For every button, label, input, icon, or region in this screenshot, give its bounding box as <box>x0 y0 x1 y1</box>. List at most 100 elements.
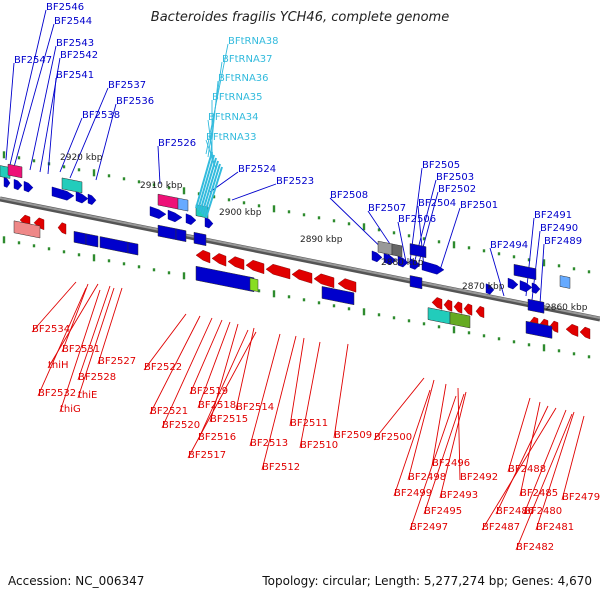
leader-line <box>289 337 305 427</box>
reverse-gene-label: BF2479 <box>562 492 600 503</box>
scale-tick-upper <box>77 168 81 172</box>
leader-line <box>561 415 585 501</box>
forward-gene-label: BF2491 <box>534 210 572 221</box>
scale-label: 2900 kbp <box>219 208 262 218</box>
scale-tick-upper <box>212 195 216 199</box>
forward-gene-box <box>61 177 83 194</box>
scale-tick-lower <box>407 319 411 323</box>
reverse-gene-label: BF2496 <box>432 458 470 469</box>
reverse-gene-arrow <box>265 263 291 280</box>
forward-gene-label: BF2523 <box>276 176 314 187</box>
scale-tick-lower <box>572 352 576 356</box>
forward-gene-label: BF2490 <box>540 223 578 234</box>
scale-label: 2880 kbp <box>381 258 424 268</box>
scale-dot-rows <box>2 151 591 359</box>
leader-line <box>31 281 77 333</box>
leader-line <box>539 243 545 305</box>
scale-tick-upper <box>467 246 471 250</box>
reverse-gene-arrow <box>211 253 227 267</box>
reverse-gene-arrow <box>291 269 313 284</box>
scale-label: 2870 kbp <box>462 282 505 292</box>
forward-gene-box <box>157 224 177 241</box>
scale-tick-upper <box>227 198 231 202</box>
scale-tick-lower <box>542 344 546 352</box>
accession-text: Accession: NC_006347 <box>8 574 145 588</box>
reverse-gene-label: BF2515 <box>210 414 248 425</box>
reverse-gene-arrow <box>57 222 67 235</box>
scale-tick-lower <box>362 308 366 316</box>
leader-line <box>77 285 111 381</box>
forward-gene-box <box>175 228 187 243</box>
reverse-gene-box <box>249 277 259 292</box>
leader-line <box>197 329 249 441</box>
scale-tick-upper <box>182 187 186 195</box>
reverse-gene-label: BF2511 <box>290 418 328 429</box>
reverse-gene-arrow <box>227 256 245 271</box>
scale-tick-lower <box>77 253 81 257</box>
reverse-gene-label: thiH <box>48 360 69 371</box>
reverse-gene-arrow <box>431 297 443 310</box>
scale-tick-upper <box>107 174 111 178</box>
forward-gene-label: BF2537 <box>108 80 146 91</box>
reverse-gene-label: BF2534 <box>32 324 70 335</box>
forward-gene-arrow <box>149 206 167 219</box>
forward-gene-arrow <box>397 255 409 268</box>
forward-gene-label: BF2538 <box>82 110 120 121</box>
forward-gene-label: BF2536 <box>116 96 154 107</box>
forward-gene-label: BF2544 <box>54 16 92 27</box>
leader-line <box>197 321 231 409</box>
reverse-gene-label: thiG <box>60 404 81 415</box>
reverse-gene-box <box>321 286 355 306</box>
reverse-gene-arrow <box>245 259 265 275</box>
scale-tick-upper <box>152 183 156 187</box>
forward-gene-arrow <box>519 280 533 293</box>
scale-tick-upper <box>452 241 456 249</box>
scale-tick-upper <box>2 151 6 159</box>
leader-line <box>457 387 461 481</box>
forward-gene-box <box>391 243 403 258</box>
forward-gene-arrow <box>167 209 183 223</box>
leader-line <box>261 335 297 471</box>
reverse-gene-label: BF2512 <box>262 462 300 473</box>
reverse-gene-box <box>85 233 99 248</box>
reverse-gene-label: BF2481 <box>536 522 574 533</box>
reverse-gene-label: BF2519 <box>190 386 228 397</box>
backbone-highlight <box>0 197 600 319</box>
leader-line <box>397 221 407 263</box>
leader-line <box>5 62 15 161</box>
reverse-gene-label: BF2485 <box>520 488 558 499</box>
scale-tick-upper <box>572 267 576 271</box>
scale-tick-upper <box>257 204 261 208</box>
scale-tick-upper <box>437 240 441 244</box>
genome-backbone <box>0 196 600 322</box>
leader-line <box>417 205 425 269</box>
scale-tick-lower <box>152 268 156 272</box>
trna-marker <box>199 157 217 213</box>
scale-label: 2890 kbp <box>300 235 343 245</box>
scale-tick-upper <box>347 222 351 226</box>
leader-line <box>409 395 457 531</box>
reverse-gene-label: BF2518 <box>198 400 236 411</box>
scale-tick-upper <box>17 156 21 160</box>
reverse-gene-label: BF2513 <box>250 438 288 449</box>
scale-label: 2920 kbp <box>60 153 103 163</box>
scale-tick-lower <box>587 355 591 359</box>
forward-gene-arrow <box>485 283 495 295</box>
leader-line <box>431 383 447 467</box>
scale-tick-lower <box>377 313 381 317</box>
forward-gene-arrow <box>409 258 421 270</box>
scale-tick-upper <box>242 201 246 205</box>
leader-line <box>161 317 213 429</box>
trna-label: BFtRNA37 <box>222 54 273 65</box>
trna-marker <box>195 151 213 209</box>
leader-line <box>59 117 83 173</box>
leader-line <box>525 217 535 297</box>
forward-gene-arrow <box>3 177 11 188</box>
forward-gene-box <box>409 243 427 259</box>
scale-tick-lower <box>167 271 171 275</box>
trna-label: BFtRNA34 <box>208 112 259 123</box>
leader-line <box>61 283 89 353</box>
reverse-gene-label: BF2500 <box>374 432 412 443</box>
leader-line <box>231 183 277 201</box>
leader-line <box>149 315 201 415</box>
